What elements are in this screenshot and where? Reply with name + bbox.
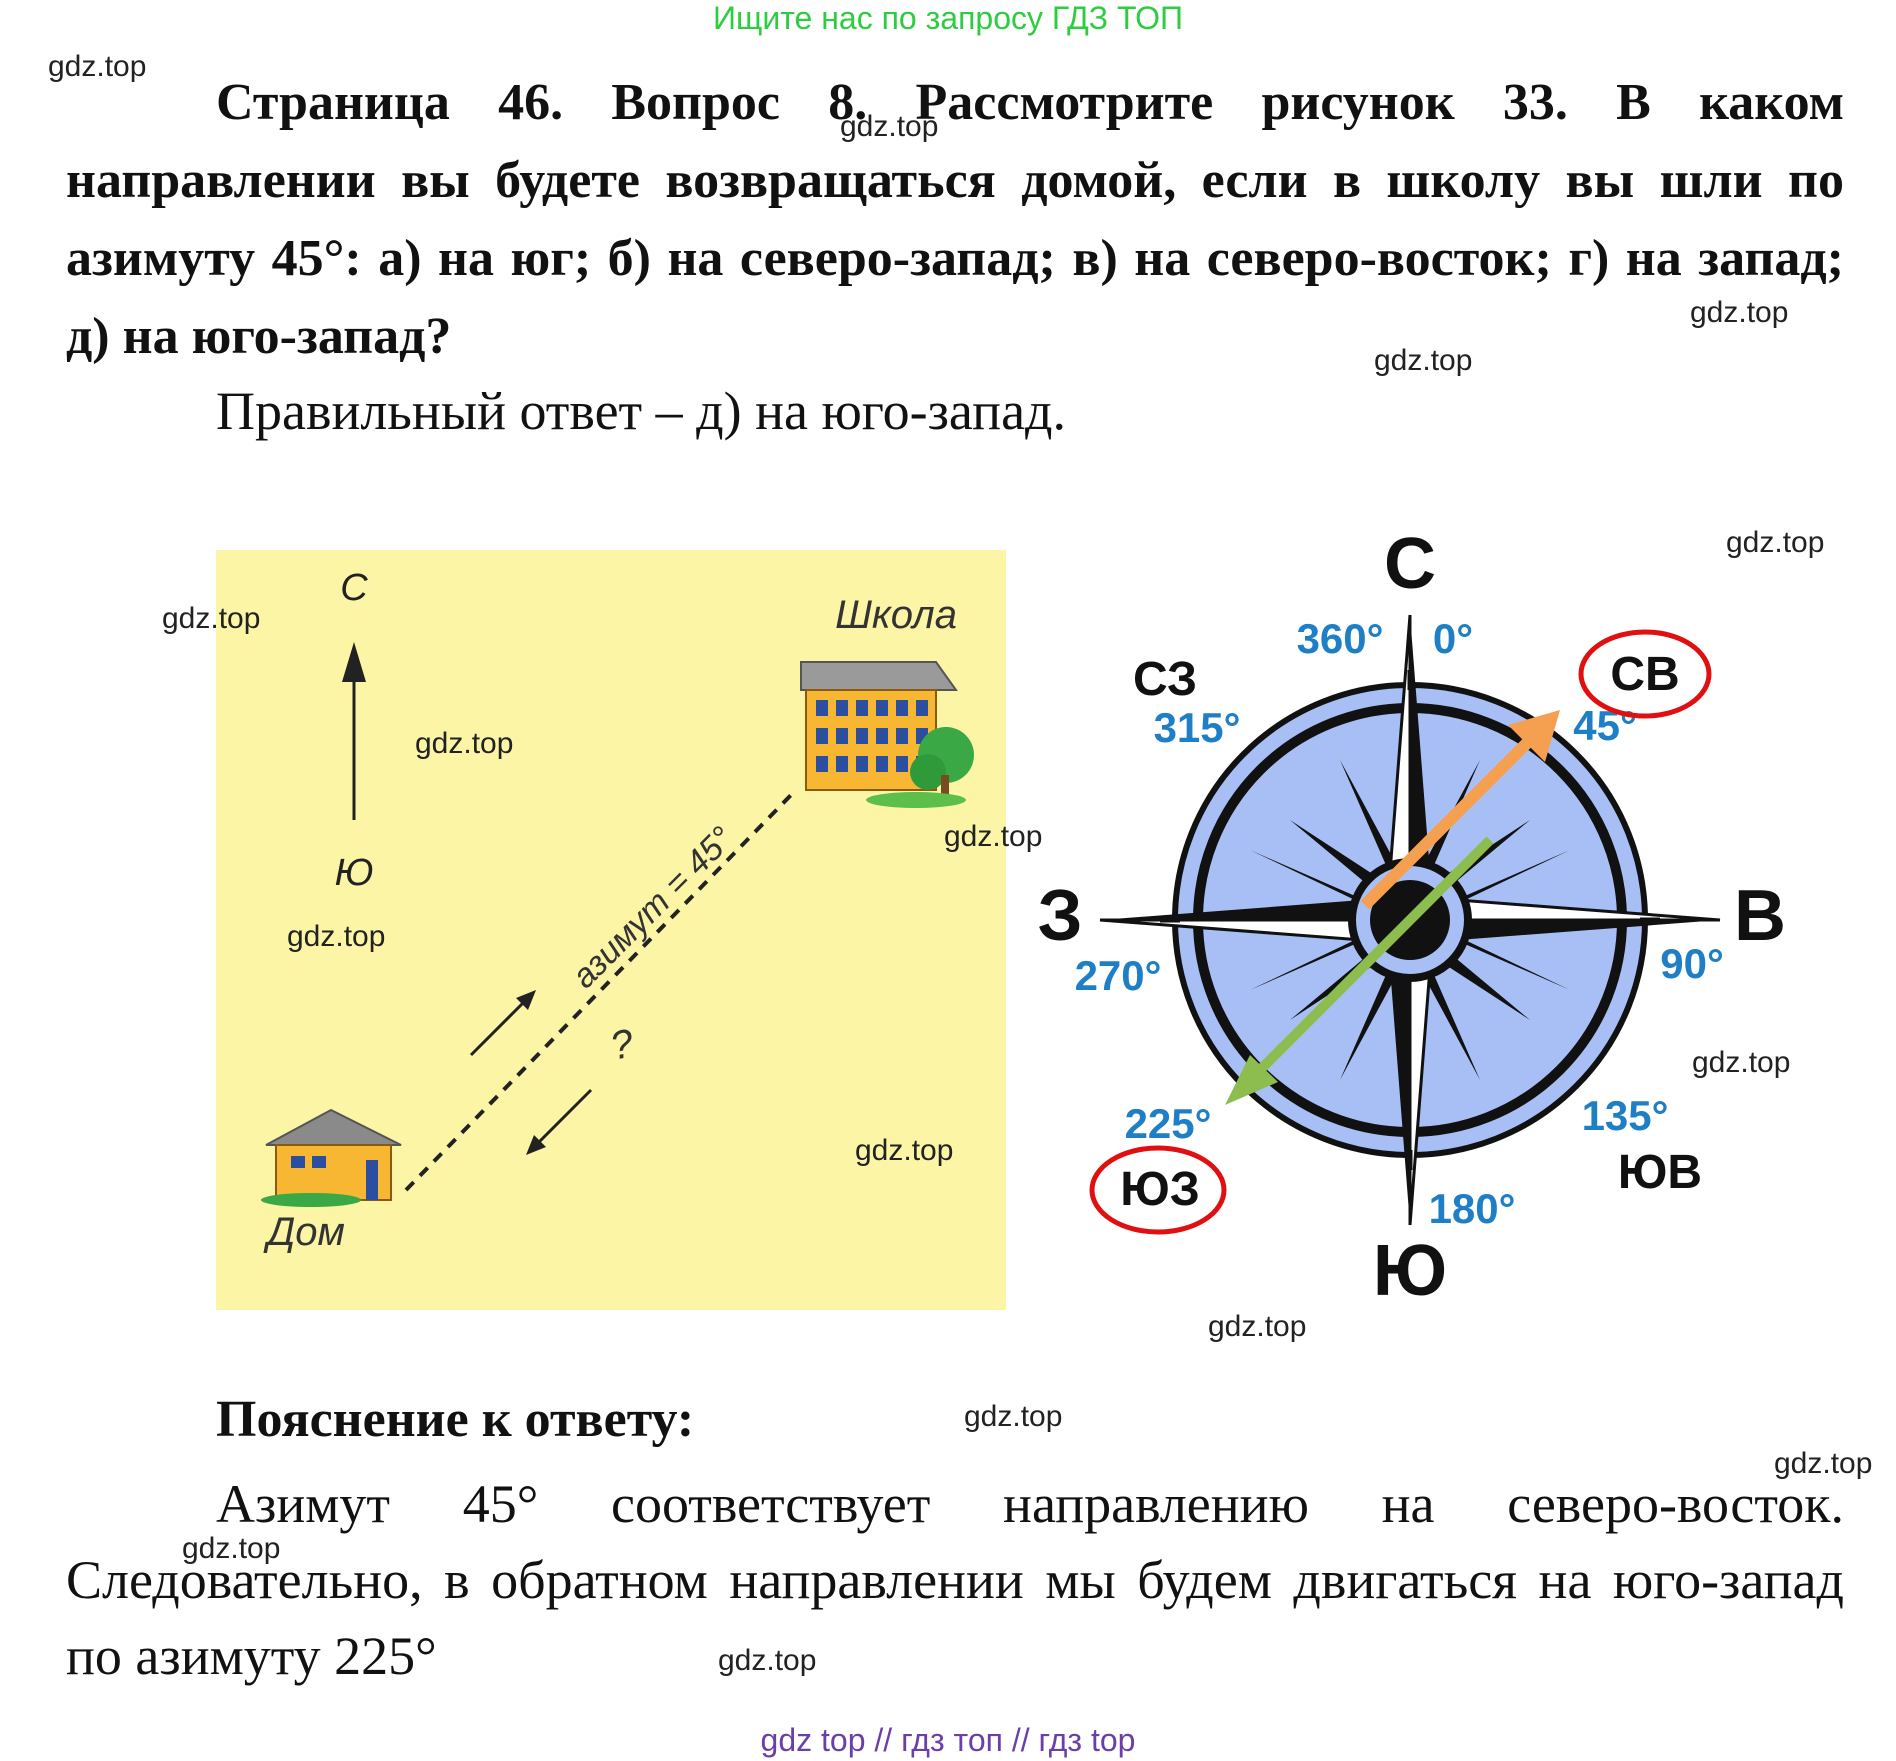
home-building xyxy=(261,1108,402,1207)
watermark: gdz.top xyxy=(964,1400,1063,1433)
ne-highlight-circle xyxy=(1578,629,1712,719)
search-banner: Ищите нас по запросу ГДЗ ТОП xyxy=(713,0,1183,36)
watermark: gdz.top xyxy=(1374,344,1473,377)
watermark: gdz.top xyxy=(1726,526,1825,559)
compass-nw-label: СЗ xyxy=(1133,653,1197,706)
watermark: gdz.top xyxy=(48,50,147,83)
deg-90-label: 90° xyxy=(1660,940,1724,987)
deg-135-label: 135° xyxy=(1582,1092,1669,1139)
deg-315-label: 315° xyxy=(1154,704,1241,751)
watermark: gdz.top xyxy=(162,602,261,635)
compass-e-label: В xyxy=(1734,876,1786,956)
compass-ne-label: СВ xyxy=(1610,648,1679,701)
watermark: gdz.top xyxy=(1774,1447,1873,1480)
home-label: Дом xyxy=(263,1210,345,1254)
deg-360-label: 360° xyxy=(1297,615,1384,662)
watermark: gdz.top xyxy=(840,110,939,143)
sw-highlight-circle xyxy=(1089,1145,1227,1235)
watermark: gdz.top xyxy=(944,820,1043,853)
compass-main-star xyxy=(1099,614,1721,1226)
compass-w-label: З xyxy=(1037,876,1082,956)
to-home-compass-arrow xyxy=(1225,836,1494,1105)
watermark: gdz.top xyxy=(287,920,386,953)
compass-n-label: С xyxy=(1384,524,1436,604)
to-school-compass-arrow xyxy=(1360,710,1560,910)
map-north-label: С xyxy=(340,567,368,609)
north-arrow-head xyxy=(342,642,366,682)
footer-watermark: gdz top // гдз топ // гдз top xyxy=(760,1722,1136,1758)
school-building xyxy=(800,661,974,808)
watermark: gdz.top xyxy=(1690,296,1789,329)
deg-270-label: 270° xyxy=(1075,952,1162,999)
route-map: С Ю Школа Дом азимут = 45° ? xyxy=(216,550,1006,1310)
watermark: gdz.top xyxy=(855,1134,954,1167)
to-home-arrow xyxy=(534,1088,593,1147)
deg-45-label: 45° xyxy=(1573,702,1637,749)
school-label: Школа xyxy=(835,593,957,637)
compass-s-label: Ю xyxy=(1373,1231,1447,1311)
explanation-title: Пояснение к ответу: xyxy=(216,1391,695,1448)
watermark: gdz.top xyxy=(1692,1046,1791,1079)
deg-0-label: 0° xyxy=(1433,615,1473,662)
answer-text: Правильный ответ – д) на юго-запад. xyxy=(216,381,1067,441)
compass-rose: С Ю З В СЗ СВ ЮЗ ЮВ 360° 0° 315° 45° 270… xyxy=(1037,524,1786,1311)
explanation-text: Азимут 45° соответствует направлению на … xyxy=(66,1474,1844,1686)
compass-se-label: ЮВ xyxy=(1618,1146,1702,1199)
question-text: Страница 46. Вопрос 8. Рассмотрите рисун… xyxy=(66,74,1844,365)
watermark: gdz.top xyxy=(415,727,514,760)
watermark: gdz.top xyxy=(718,1644,817,1677)
deg-225-label: 225° xyxy=(1125,1100,1212,1147)
watermark: gdz.top xyxy=(1208,1310,1307,1343)
deg-180-label: 180° xyxy=(1429,1185,1516,1232)
watermark: gdz.top xyxy=(182,1532,281,1565)
map-south-label: Ю xyxy=(335,852,374,894)
to-school-arrow xyxy=(469,998,528,1057)
compass-sw-label: ЮЗ xyxy=(1120,1163,1200,1216)
